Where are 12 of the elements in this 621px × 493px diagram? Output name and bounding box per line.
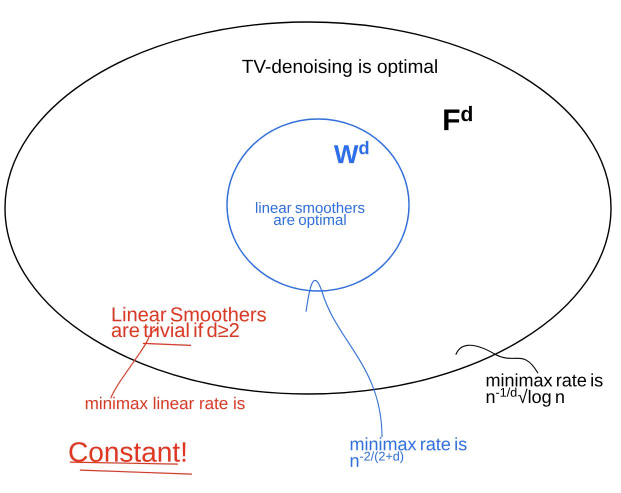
set-symbol: W$^{d}$ bbox=[334, 140, 368, 164]
annotation-text: minimax rate is n$^{-2/(2+d)}$ bbox=[350, 437, 467, 467]
annotation-text: Linear Smoothers are trivial if d≥2 bbox=[112, 306, 266, 338]
set-symbol: F$^{d}$ bbox=[444, 106, 472, 130]
annotation-text: minimax linear rate is bbox=[86, 396, 245, 410]
leader-line bbox=[305, 280, 383, 438]
annotation-text: linear smoothers are optimal bbox=[256, 202, 364, 228]
leader-line bbox=[455, 344, 538, 374]
annotation-text: minimax rate is n$^{-1/d}$√log n bbox=[486, 373, 603, 407]
leader-line bbox=[110, 328, 158, 399]
title-text: TV-denoising is optimal bbox=[242, 59, 437, 77]
emphasis-text: Constant! bbox=[70, 442, 186, 462]
